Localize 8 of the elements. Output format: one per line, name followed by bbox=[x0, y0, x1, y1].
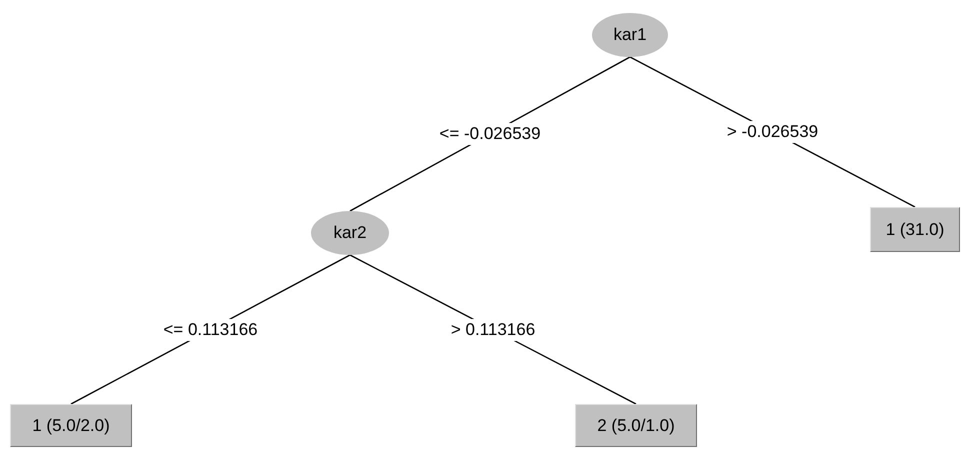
leaf-box bbox=[10, 404, 132, 447]
node-label: 1 (5.0/2.0) bbox=[32, 414, 110, 437]
node-label: kar1 bbox=[613, 24, 647, 46]
leaf-box bbox=[870, 207, 960, 252]
node-label: 2 (5.0/1.0) bbox=[597, 414, 675, 437]
node-label: 1 (31.0) bbox=[886, 218, 944, 241]
leaf-box bbox=[575, 404, 697, 447]
node-label: kar2 bbox=[333, 222, 367, 244]
